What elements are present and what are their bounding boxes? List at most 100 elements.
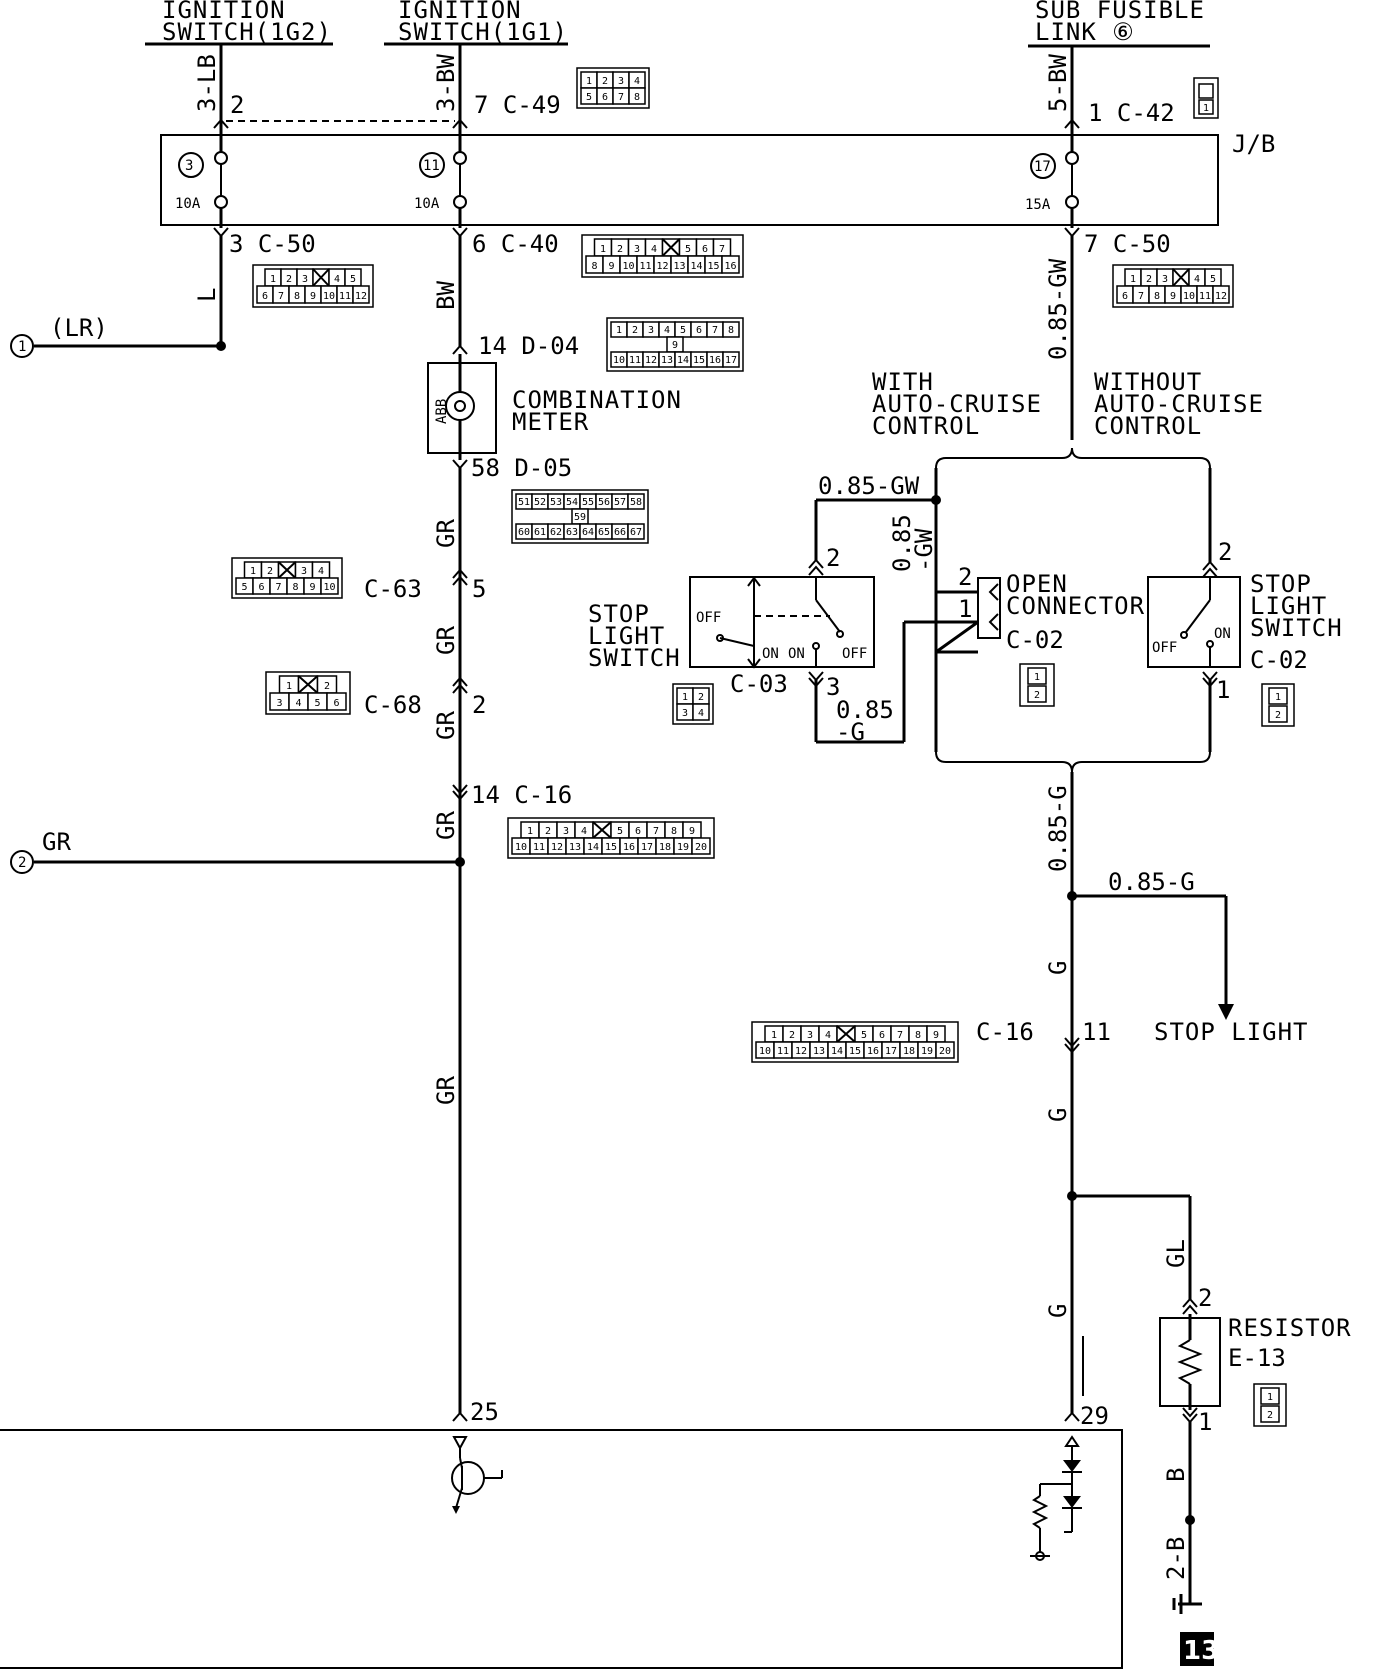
resistor-e13: 2 1 RESISTOR E-13 [1159, 1284, 1351, 1436]
connector-pin-number: 13 [661, 355, 673, 366]
connector-pin-number: 2 [632, 325, 638, 336]
connector-pin-number: 6 [879, 1030, 885, 1041]
svg-text:1: 1 [1034, 672, 1040, 683]
source-sub-fusible-link: SUB FUSIBLE LINK ⑥ [1028, 0, 1210, 48]
c40-label: 6 C-40 [472, 230, 559, 258]
fuse-17-amp: 15A [1025, 197, 1051, 213]
connector-pin-number: 2 [324, 681, 330, 692]
wire-label-lr: (LR) [50, 314, 108, 342]
connector-pin-cell [691, 837, 711, 855]
open-connector: 2 1 OPEN CONNECTOR C-02 [958, 563, 1145, 654]
connector-pin-number: 10 [759, 1046, 771, 1057]
wire-label-085gw: 0.85-GW [1044, 258, 1072, 360]
connector-pin-number: 3 [618, 76, 624, 87]
connector-pin-number: 17 [725, 355, 737, 366]
connector-pin-number: 4 [581, 826, 587, 837]
wire-label-g-1: G [1044, 961, 1072, 975]
stop-light-label: STOP LIGHT [1154, 1018, 1309, 1046]
c16-top-label: 14 C-16 [471, 781, 572, 809]
connector-pin-number: 12 [645, 355, 657, 366]
connector-pin-number: 60 [518, 527, 530, 538]
sl-right-on-label: ON [1214, 626, 1231, 642]
wire-label-l: L [193, 288, 221, 302]
connector-pin-number: 64 [582, 527, 594, 538]
sub-fusible-label-1: SUB FUSIBLE [1035, 0, 1205, 24]
connector-pin-number: 2 [602, 76, 608, 87]
ign-1g2-label-2: SWITCH(1G2) [162, 18, 332, 46]
resistor-pin1-label: 1 [1198, 1408, 1212, 1436]
c03-on1-label: ON [762, 646, 779, 662]
resistor-pin2-label: 2 [1198, 1284, 1212, 1312]
connector-pin-number: 5 [685, 244, 691, 255]
wire-label-gr-left: GR [42, 828, 71, 856]
connector-pin-number: 9 [933, 1030, 939, 1041]
svg-text:2: 2 [1275, 710, 1281, 721]
connector-pin-cell [326, 692, 347, 711]
combination-meter [427, 362, 497, 454]
connector-pin-number: 10 [515, 842, 527, 853]
connector-pin-number: 9 [672, 340, 678, 351]
wire-label-085g-main: 0.85-G [1044, 785, 1072, 872]
open-connector-label-2: CONNECTOR [1006, 592, 1145, 620]
c63-label: C-63 [364, 575, 422, 603]
stop-sw-left-label-3: SWITCH [588, 644, 681, 672]
connector-pin-number: 7 [712, 325, 718, 336]
connector-pin-number: 3 [1162, 274, 1168, 285]
connector-pin-number: 11 [1199, 291, 1211, 302]
open-pin2-label: 2 [958, 563, 972, 591]
without-acc-label-3: CONTROL [1094, 412, 1202, 440]
connector-pin-number: 1 [586, 76, 592, 87]
ign-1g2-label-1: IGNITION [162, 0, 286, 24]
connector-pin-number: 5 [241, 582, 247, 593]
wire-label-bw: BW [432, 281, 460, 310]
connector-pin-number: 12 [656, 261, 668, 272]
connector-pin-number: 6 [635, 826, 641, 837]
connector-pin-number: 11 [639, 261, 651, 272]
connector-pin-number: 1 [682, 692, 688, 703]
wire-label-2b: 2-B [1162, 1537, 1190, 1580]
connector-pin-number: 11 [533, 842, 545, 853]
connector-pin-number: 3 [563, 826, 569, 837]
connector-pin-number: 11 [339, 291, 351, 302]
junction-block [160, 134, 1219, 226]
connector-pin-number: 8 [634, 92, 640, 103]
connector-pin-number: 3 [301, 566, 307, 577]
connector-pin-number: 7 [275, 582, 281, 593]
fuse-11-amp: 10A [414, 196, 440, 212]
connector-pin-number: 14 [690, 261, 702, 272]
connector-pin-number: 6 [258, 582, 264, 593]
connector-pin-number: 14 [677, 355, 689, 366]
fuse-3-number: 3 [185, 158, 193, 174]
connector-pin-number: 1 [286, 681, 292, 692]
connector-pin-number: 10 [323, 291, 335, 302]
pin-25-label: 25 [470, 1398, 499, 1426]
connector-pin-number: 10 [622, 261, 634, 272]
fuse-3: 3 10A [175, 130, 228, 228]
connector-pin-number: 3 [634, 244, 640, 255]
wire-label-085g-b: -G [836, 718, 865, 746]
fuse-3-amp: 10A [175, 196, 201, 212]
wire-label-b: B [1162, 1468, 1190, 1482]
connector-pin-number: 54 [566, 497, 578, 508]
connector-pin-number: 3 [302, 274, 308, 285]
connector-pin-number: 4 [651, 244, 657, 255]
connector-pin-number: 63 [566, 527, 578, 538]
connector-pin-number: 15 [849, 1046, 861, 1057]
connector-pin-number: 53 [550, 497, 562, 508]
page-marker: 13 [1180, 1632, 1219, 1666]
connector-pin-number: 56 [598, 497, 610, 508]
ref-2: 2 [18, 855, 26, 871]
ref-1: 1 [18, 339, 26, 355]
connector-pin-cell [627, 523, 645, 540]
connector-pin-number: 8 [292, 582, 298, 593]
connector-pin-number: 9 [608, 261, 614, 272]
connector-pin-number: 1 [250, 566, 256, 577]
jb-label: J/B [1232, 130, 1275, 158]
connector-pin-cell [628, 87, 646, 105]
connector-pin-number: 7 [618, 92, 624, 103]
connector-pin-number: 1 [1130, 274, 1136, 285]
